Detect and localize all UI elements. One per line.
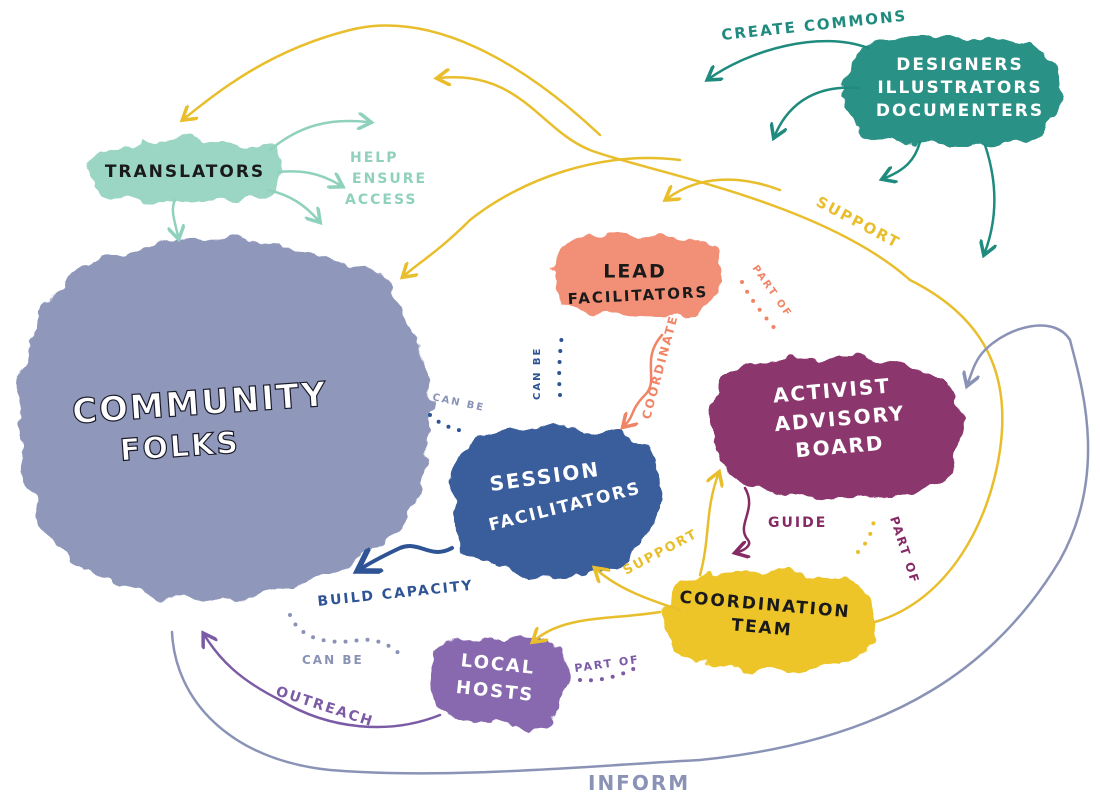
- dots-can-be-lead: [557, 333, 564, 397]
- designers-label-line1: DESIGNERS: [896, 55, 1023, 75]
- arrow-coordination-to-session: [597, 570, 682, 612]
- part-of-hosts-label: PART OF: [574, 653, 641, 675]
- activist-advisory-board-blob: [711, 357, 964, 499]
- dots-can-be-session: [428, 413, 470, 434]
- translators-label: TRANSLATORS: [105, 162, 265, 182]
- arrow-inform-loop: [170, 324, 1090, 775]
- arrow-support-from-coordination: [873, 278, 1004, 624]
- dots-part-of-advisory: [856, 518, 876, 554]
- arrow-designers-left: [775, 86, 860, 135]
- arrow-create-commons: [710, 39, 870, 78]
- lead-facilitators-blob: [550, 234, 723, 318]
- arrow-coordination-to-hosts: [535, 610, 662, 640]
- build-capacity-label: BUILD CAPACITY: [317, 578, 475, 610]
- local-hosts-blob: [432, 634, 568, 726]
- arrow-support-to-translators: [185, 24, 602, 137]
- lead-facilitators-label-line1: LEAD: [603, 261, 667, 283]
- arrow-support-to-lead: [668, 178, 782, 198]
- arrow-outreach: [205, 636, 442, 729]
- arrow-designers-down-2: [985, 143, 994, 252]
- create-commons-label: CREATE COMMONS: [721, 7, 909, 44]
- help-ensure-access-line2: ENSURE: [352, 171, 427, 187]
- arrow-guide: [738, 486, 749, 552]
- can-be-lead-label: CAN BE: [532, 347, 543, 400]
- arrow-translators-down: [173, 198, 178, 236]
- arrow-translators-right-1: [268, 121, 368, 152]
- session-facilitators-blob: [451, 426, 661, 577]
- arrow-translators-right-2: [276, 170, 340, 185]
- dots-part-of-lead: [740, 280, 782, 337]
- arrow-translators-right-3: [266, 188, 318, 220]
- part-of-advisory-label: PART OF: [887, 515, 922, 586]
- arrow-support-loop-top: [440, 77, 912, 282]
- arrow-coordinate: [625, 333, 664, 425]
- designers-label-line2: ILLUSTRATORS: [877, 78, 1042, 98]
- outreach-label: OUTREACH: [274, 684, 376, 731]
- coordinate-label: COORDINATE: [639, 313, 680, 421]
- arrow-coordination-to-advisory: [698, 475, 718, 577]
- dots-part-of-hosts: [578, 663, 642, 683]
- can-be-hosts-label: CAN BE: [302, 653, 364, 667]
- coordination-team-blob: [665, 570, 877, 671]
- designers-label-line3: DOCUMENTERS: [876, 101, 1044, 121]
- part-of-lead-label: PART OF: [750, 263, 794, 319]
- translators-blob: [88, 139, 282, 203]
- help-ensure-access-line3: ACCESS: [345, 192, 417, 208]
- dots-can-be-hosts: [288, 613, 405, 660]
- can-be-session-label: CAN BE: [431, 392, 486, 414]
- arrow-designers-down-1: [885, 140, 922, 178]
- community-folks-blob: [18, 239, 430, 600]
- guide-label: GUIDE: [768, 515, 827, 531]
- inform-label: INFORM: [588, 771, 690, 795]
- help-ensure-access-line1: HELP: [350, 150, 398, 166]
- arrow-support-to-community: [405, 156, 682, 275]
- arrow-build-capacity: [362, 544, 454, 568]
- designers-blob: [843, 36, 1061, 147]
